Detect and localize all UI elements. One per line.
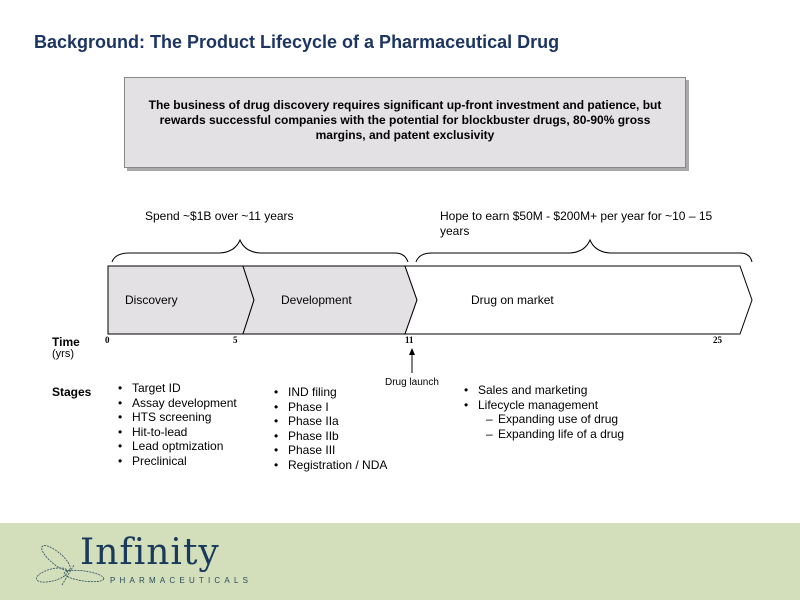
stage: IND filing [274,385,387,400]
stage: Registration / NDA [274,458,387,473]
spend-label: Spend ~$1B over ~11 years [145,209,294,223]
substage: Expanding use of drug [464,412,624,427]
stage: Hit-to-lead [118,425,237,440]
earn-brace [415,238,753,263]
tick-25: 25 [713,335,722,345]
stage: Sales and marketing [464,383,624,398]
lifecycle-diagram [107,238,753,373]
stages-label: Stages [52,385,92,399]
tick-0: 0 [105,335,110,345]
stage: Target ID [118,381,237,396]
spend-brace [111,238,409,263]
logo-name: Infinity [80,532,220,573]
summary-box: The business of drug discovery requires … [124,77,686,168]
stage: Preclinical [118,454,237,469]
substage: Expanding life of a drug [464,427,624,442]
stage: Phase I [274,400,387,415]
market-chevron [404,265,753,335]
tick-5: 5 [233,335,238,345]
page-title: Background: The Product Lifecycle of a P… [34,32,560,52]
logo-subtitle: PHARMACEUTICALS [110,576,253,585]
phase-discovery: Discovery [125,293,178,307]
earn-label: Hope to earn $50M - $200M+ per year for … [440,209,713,238]
stage: Lead optmization [118,439,237,454]
footer-band [0,523,800,600]
stage: Lifecycle management [464,398,624,413]
phase-development: Development [281,293,352,307]
time-label: Time [52,335,80,349]
market-stages: Sales and marketing Lifecycle management… [464,383,624,441]
phase-market: Drug on market [471,293,554,307]
logo-dragonfly-icon [36,545,105,586]
tick-11: 11 [405,335,414,345]
time-unit: (yrs) [52,348,74,360]
stage: Assay development [118,396,237,411]
stage: HTS screening [118,410,237,425]
launch-label: Drug launch [385,377,439,388]
discovery-stages: Target ID Assay development HTS screenin… [118,381,237,468]
stage: Phase III [274,443,387,458]
stage: Phase IIa [274,414,387,429]
development-stages: IND filing Phase I Phase IIa Phase IIb P… [274,385,387,472]
stage: Phase IIb [274,429,387,444]
